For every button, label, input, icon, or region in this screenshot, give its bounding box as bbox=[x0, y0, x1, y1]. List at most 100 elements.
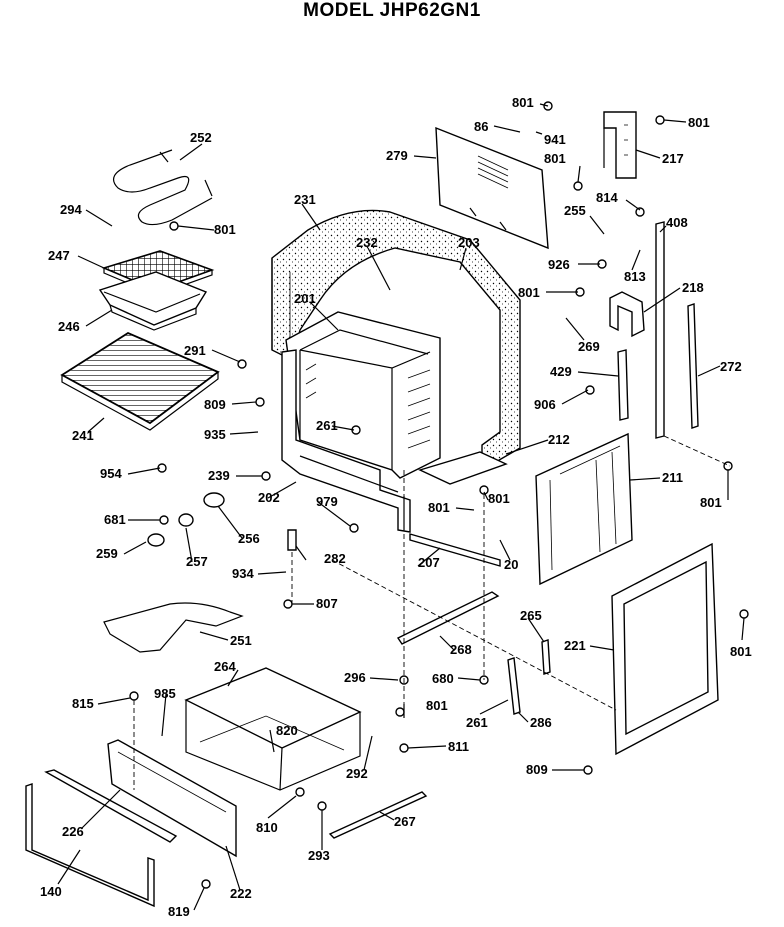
callout: 265 bbox=[520, 608, 542, 623]
callout: 979 bbox=[316, 494, 338, 509]
callout: 819 bbox=[168, 904, 190, 919]
callout: 801 bbox=[512, 95, 534, 110]
callout: 926 bbox=[548, 257, 570, 272]
callout: 211 bbox=[662, 470, 683, 485]
storage-drawer-part bbox=[184, 667, 362, 791]
callout: 203 bbox=[458, 235, 480, 250]
callout: 681 bbox=[104, 512, 126, 527]
callout: 255 bbox=[564, 203, 586, 218]
callout: 218 bbox=[682, 280, 704, 295]
callout: 811 bbox=[448, 739, 469, 754]
callout: 680 bbox=[432, 671, 454, 686]
front-frame-part bbox=[281, 349, 411, 533]
callout: 257 bbox=[186, 554, 208, 569]
diagram-title: MODEL JHP62GN1 bbox=[303, 0, 481, 21]
callout: 801 bbox=[730, 644, 752, 659]
callout: 212 bbox=[548, 432, 570, 447]
callout: 294 bbox=[60, 202, 82, 217]
callout: 906 bbox=[534, 397, 556, 412]
callout: 801 bbox=[488, 491, 510, 506]
callout: 801 bbox=[544, 151, 566, 166]
drawer-trim-226-part bbox=[44, 769, 178, 843]
callout: 201 bbox=[294, 291, 316, 306]
leveling-leg-part bbox=[287, 529, 297, 551]
callout: 272 bbox=[720, 359, 742, 374]
callout: 202 bbox=[258, 490, 280, 505]
callout: 247 bbox=[48, 248, 70, 263]
callout: 252 bbox=[190, 130, 212, 145]
callout: 801 bbox=[700, 495, 722, 510]
callout: 935 bbox=[204, 427, 226, 442]
callout: 941 bbox=[544, 132, 566, 147]
callout: 809 bbox=[204, 397, 226, 412]
callout: 222 bbox=[230, 886, 252, 901]
callout: 86 bbox=[474, 119, 488, 134]
callout: 291 bbox=[184, 343, 206, 358]
callout: 207 bbox=[418, 555, 440, 570]
callout: 226 bbox=[62, 824, 84, 839]
callout: 954 bbox=[100, 466, 122, 481]
trim-strip-272-part bbox=[687, 303, 699, 429]
assembly-lines bbox=[133, 435, 731, 790]
callout: 293 bbox=[308, 848, 330, 863]
oven-rack-part bbox=[60, 331, 220, 431]
callout: 264 bbox=[214, 659, 236, 674]
knob-parts bbox=[147, 492, 225, 547]
callout: 282 bbox=[324, 551, 346, 566]
callout: 259 bbox=[96, 546, 118, 561]
callout-labels: 801 86 941 801 217 279 801 814 408 255 9… bbox=[40, 95, 752, 919]
callout: 268 bbox=[450, 642, 472, 657]
callout: 269 bbox=[578, 339, 600, 354]
door-hinge-part bbox=[507, 639, 551, 715]
broiler-pan-part bbox=[98, 271, 208, 331]
callout: 985 bbox=[154, 686, 176, 701]
callout: 801 bbox=[426, 698, 448, 713]
callout: 279 bbox=[386, 148, 408, 163]
callout: 801 bbox=[214, 222, 236, 237]
drawer-front-part bbox=[107, 739, 237, 858]
oven-wrapper-part bbox=[271, 209, 521, 472]
oven-liner-part bbox=[285, 311, 441, 479]
callout: 256 bbox=[238, 531, 260, 546]
callout: 814 bbox=[596, 190, 618, 205]
bake-element-part bbox=[103, 602, 244, 653]
leader-lines bbox=[57, 103, 745, 911]
callout: 20 bbox=[504, 557, 518, 572]
rail-267-part bbox=[328, 791, 428, 839]
bracket-217-part bbox=[603, 111, 637, 179]
oven-bottom-part bbox=[418, 451, 508, 485]
callout: 815 bbox=[72, 696, 94, 711]
callout: 801 bbox=[428, 500, 450, 515]
callout: 267 bbox=[394, 814, 416, 829]
callout: 296 bbox=[344, 670, 366, 685]
back-cover-part bbox=[435, 126, 549, 250]
callout: 140 bbox=[40, 884, 62, 899]
broil-element-part bbox=[112, 149, 213, 226]
callout: 807 bbox=[316, 596, 338, 611]
callout: 408 bbox=[666, 215, 688, 230]
callout: 221 bbox=[564, 638, 586, 653]
callout: 286 bbox=[530, 715, 552, 730]
callout: 801 bbox=[688, 115, 710, 130]
callout: 239 bbox=[208, 468, 230, 483]
callout: 241 bbox=[72, 428, 94, 443]
callout: 231 bbox=[294, 192, 316, 207]
callout: 292 bbox=[346, 766, 368, 781]
callout: 429 bbox=[550, 364, 572, 379]
callout: 251 bbox=[230, 633, 252, 648]
trim-strip-408-part bbox=[655, 221, 665, 439]
callout: 809 bbox=[526, 762, 548, 777]
side-panel-part bbox=[535, 432, 633, 586]
callout: 261 bbox=[316, 418, 338, 433]
trim-429-part bbox=[617, 349, 629, 421]
fasteners bbox=[129, 101, 749, 889]
callout: 813 bbox=[624, 269, 646, 284]
callout: 934 bbox=[232, 566, 254, 581]
callout: 232 bbox=[356, 235, 378, 250]
callout: 820 bbox=[276, 723, 298, 738]
rail-207-part bbox=[409, 533, 501, 567]
callout: 261 bbox=[466, 715, 488, 730]
rail-268-part bbox=[396, 591, 500, 645]
